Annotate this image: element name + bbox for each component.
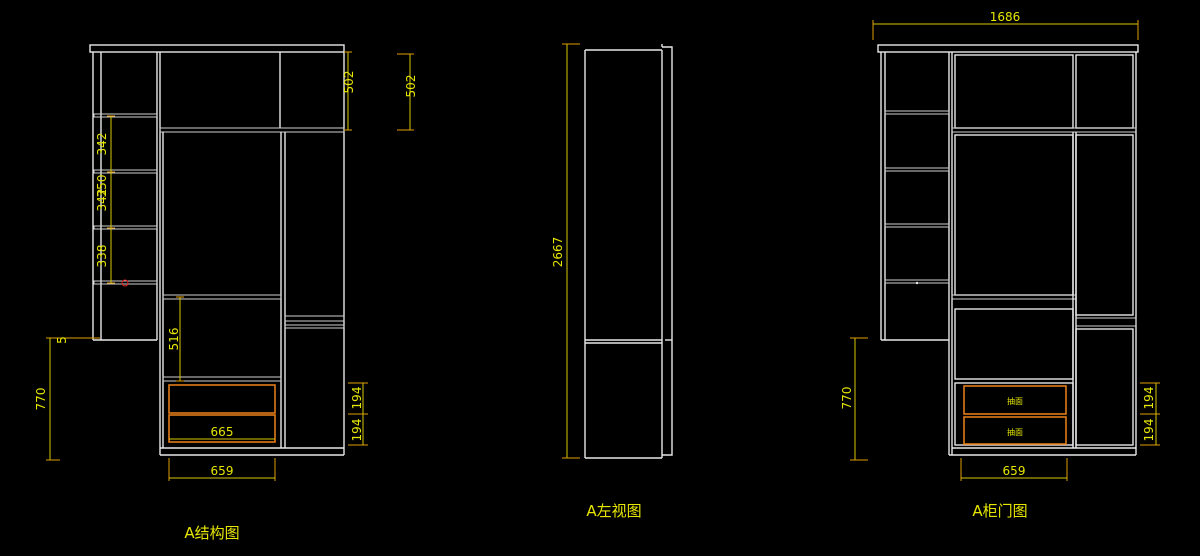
dim-194: 194 (1142, 419, 1156, 442)
dim-342: 342 (95, 133, 109, 156)
door-dimensions: 1686 770 194 194 659 (840, 10, 1160, 481)
side-dimensions: 2667 502 (397, 43, 580, 459)
dim-665: 665 (211, 425, 234, 439)
dim-770: 770 (840, 387, 854, 410)
dim-2667: 2667 (551, 237, 565, 268)
caption-structure-view: A结构图 (184, 524, 239, 542)
dim-502: 502 (404, 75, 418, 98)
structure-cabinet-outline (89, 44, 345, 456)
dim-194: 194 (350, 387, 364, 410)
dim-342: 342 (95, 189, 109, 212)
dim-194: 194 (1142, 387, 1156, 410)
dim-516: 516 (167, 328, 181, 351)
door-cabinet-outline: 抽面 抽面 (877, 44, 1139, 456)
door-view: 抽面 抽面 1686 770 194 194 659 A柜门图 (840, 10, 1160, 520)
structure-dimensions: 502 342 350 342 338 5 770 516 194 194 (34, 51, 368, 481)
dim-659: 659 (211, 464, 234, 478)
dim-194: 194 (350, 419, 364, 442)
drawer-face-label: 抽面 (1007, 396, 1023, 406)
caption-door-view: A柜门图 (972, 502, 1027, 520)
dim-350: 350 (95, 175, 109, 198)
dim-338: 338 (95, 245, 109, 268)
structure-view: 502 342 350 342 338 5 770 516 194 194 (34, 44, 368, 542)
dim-5: 5 (55, 336, 69, 344)
dim-659: 659 (1003, 464, 1026, 478)
side-cabinet-outline (584, 44, 673, 459)
dim-1686: 1686 (990, 10, 1021, 24)
dim-770: 770 (34, 388, 48, 411)
dim-502: 502 (342, 71, 356, 94)
side-view: 2667 502 A左视图 (397, 43, 673, 520)
caption-side-view: A左视图 (586, 502, 641, 520)
drawer-face-label: 抽面 (1007, 427, 1023, 437)
